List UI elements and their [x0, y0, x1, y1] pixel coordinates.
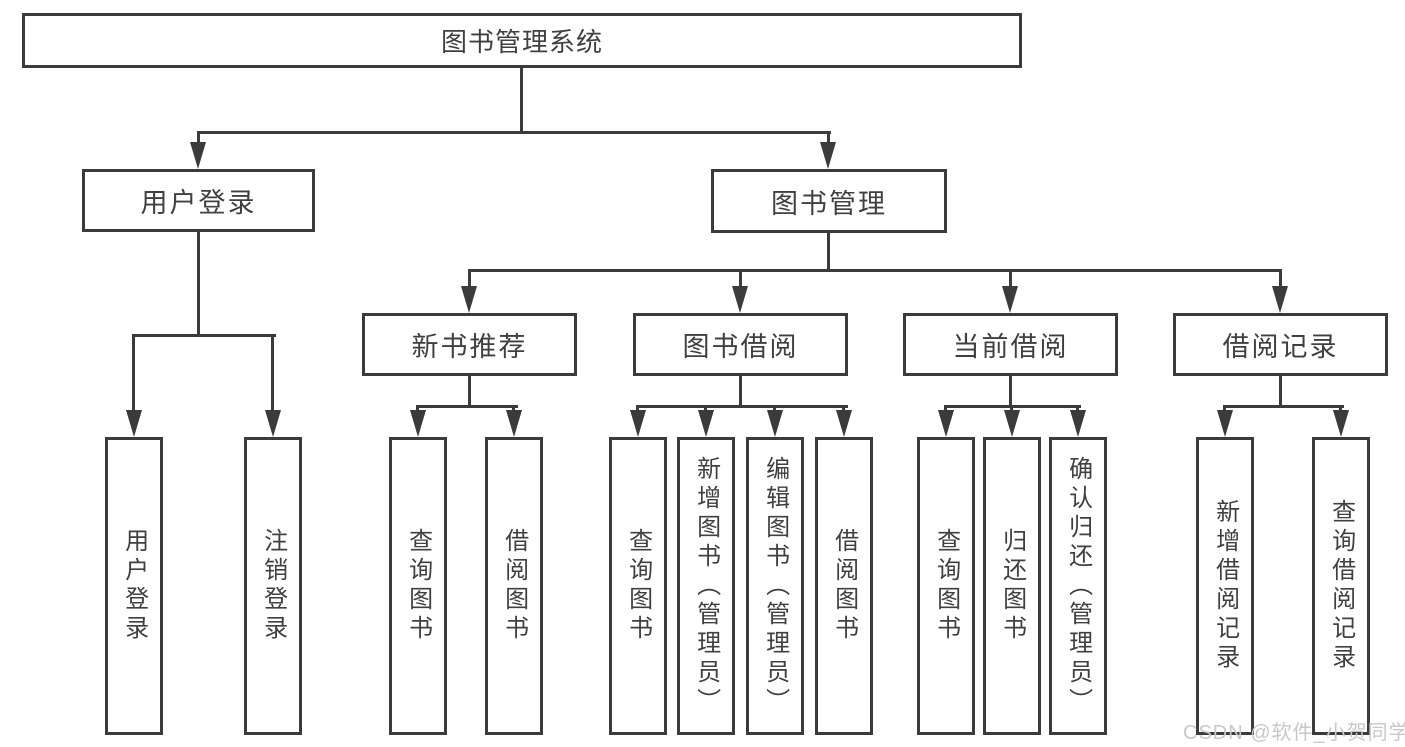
leaf-query-borrow-record: 查询借阅记录: [1312, 437, 1370, 735]
arrow-down-icon: [126, 410, 142, 437]
node-label: 图书借阅: [682, 332, 799, 362]
leaf-borrow-books-1: 借阅图书: [485, 437, 543, 735]
node-borrowing-records: 借阅记录: [1173, 313, 1388, 376]
arrow-down-icon: [698, 410, 714, 437]
connector-stem-book-borrow: [739, 374, 742, 408]
connector-drop-leaf: [1223, 405, 1226, 413]
connector-drop-leaf: [416, 405, 419, 413]
leaf-label: 查询图书: [404, 528, 432, 644]
connector-drop-leaf: [132, 334, 135, 412]
arrow-down-icon: [1333, 410, 1349, 437]
connector-drop-leaf: [1339, 405, 1342, 413]
arrow-down-icon: [461, 286, 477, 313]
connector-root-stem: [520, 66, 523, 133]
leaf-add-borrow-record: 新增借阅记录: [1196, 437, 1254, 735]
node-new-book-recommend: 新书推荐: [362, 313, 577, 376]
connector-drop-user-login: [197, 131, 200, 145]
arrow-down-icon: [1004, 410, 1020, 437]
connector-drop-leaf: [1010, 405, 1013, 413]
node-current-borrowing: 当前借阅: [903, 313, 1118, 376]
leaf-edit-books-admin: 编辑图书（管理员）: [746, 437, 804, 735]
leaf-query-books-1: 查询图书: [389, 437, 447, 735]
leaf-borrow-books-2: 借阅图书: [815, 437, 873, 735]
arrow-down-icon: [1272, 286, 1288, 313]
connector-drop-current-borrow: [1009, 269, 1012, 289]
leaf-label: 确认归还（管理员）: [1064, 455, 1092, 717]
leaf-label: 新增借阅记录: [1211, 499, 1239, 673]
connector-user-login-stem: [197, 230, 200, 337]
leaf-label: 借阅图书: [830, 528, 858, 644]
node-book-borrowing: 图书借阅: [633, 313, 848, 376]
connector-drop-book-mgmt: [827, 131, 830, 145]
node-root-library-system: 图书管理系统: [22, 13, 1022, 68]
connector-user-login-rail: [132, 334, 276, 337]
connector-stem-current-borrow: [1009, 374, 1012, 408]
leaf-label: 归还图书: [998, 528, 1026, 644]
arrow-down-icon: [1217, 410, 1233, 437]
node-label: 图书管理: [771, 188, 887, 219]
leaf-label: 用户登录: [120, 528, 148, 644]
connector-level3-rail: [468, 269, 1282, 272]
leaf-add-books-admin: 新增图书（管理员）: [677, 437, 735, 735]
leaf-label: 编辑图书（管理员）: [761, 455, 789, 717]
leaf-label: 查询借阅记录: [1327, 499, 1355, 673]
arrow-down-icon: [190, 142, 206, 169]
arrow-down-icon: [767, 410, 783, 437]
connector-drop-leaf: [704, 405, 707, 413]
arrow-down-icon: [938, 410, 954, 437]
arrow-down-icon: [1002, 286, 1018, 313]
node-label: 当前借阅: [952, 332, 1069, 362]
connector-drop-leaf: [773, 405, 776, 413]
connector-drop-leaf: [842, 405, 845, 413]
connector-drop-book-borrow: [739, 269, 742, 289]
leaf-logout: 注销登录: [244, 437, 302, 735]
connector-stem-borrow-records: [1279, 374, 1282, 408]
leaf-label: 查询图书: [624, 528, 652, 644]
arrow-down-icon: [732, 286, 748, 313]
node-book-management: 图书管理: [711, 169, 947, 233]
node-label: 用户登录: [140, 188, 257, 218]
leaf-user-login: 用户登录: [105, 437, 163, 735]
leaf-label: 新增图书（管理员）: [692, 455, 720, 717]
connector-rail-borrow-records: [1223, 405, 1344, 408]
arrow-down-icon: [265, 410, 281, 437]
arrow-down-icon: [506, 410, 522, 437]
leaf-label: 注销登录: [259, 528, 287, 644]
connector-drop-leaf: [944, 405, 947, 413]
arrow-down-icon: [630, 410, 646, 437]
leaf-return-books: 归还图书: [983, 437, 1041, 735]
connector-stem-new-book: [468, 374, 471, 408]
node-label: 图书管理系统: [440, 27, 603, 57]
connector-drop-leaf: [271, 334, 274, 412]
node-label: 新书推荐: [411, 332, 528, 362]
arrow-down-icon: [1070, 410, 1086, 437]
leaf-query-books-2: 查询图书: [609, 437, 667, 735]
leaf-label: 借阅图书: [500, 528, 528, 644]
leaf-label: 查询图书: [932, 528, 960, 644]
connector-book-mgmt-stem: [827, 231, 830, 272]
node-label: 借阅记录: [1222, 332, 1339, 362]
leaf-confirm-return-admin: 确认归还（管理员）: [1049, 437, 1107, 735]
csdn-watermark: CSDN @软件_小贺同学: [1183, 722, 1405, 744]
arrow-down-icon: [410, 410, 426, 437]
arrow-down-icon: [836, 410, 852, 437]
connector-rail-new-book: [416, 405, 518, 408]
connector-level2-rail: [197, 131, 831, 134]
connector-drop-leaf: [636, 405, 639, 413]
connector-rail-book-borrow: [636, 405, 848, 408]
node-user-login: 用户登录: [82, 169, 315, 232]
connector-drop-leaf: [512, 405, 515, 413]
connector-drop-leaf: [1076, 405, 1079, 413]
connector-drop-borrow-records: [1279, 269, 1282, 289]
leaf-query-books-3: 查询图书: [917, 437, 975, 735]
connector-drop-new-book: [468, 269, 471, 289]
arrow-down-icon: [820, 142, 836, 169]
